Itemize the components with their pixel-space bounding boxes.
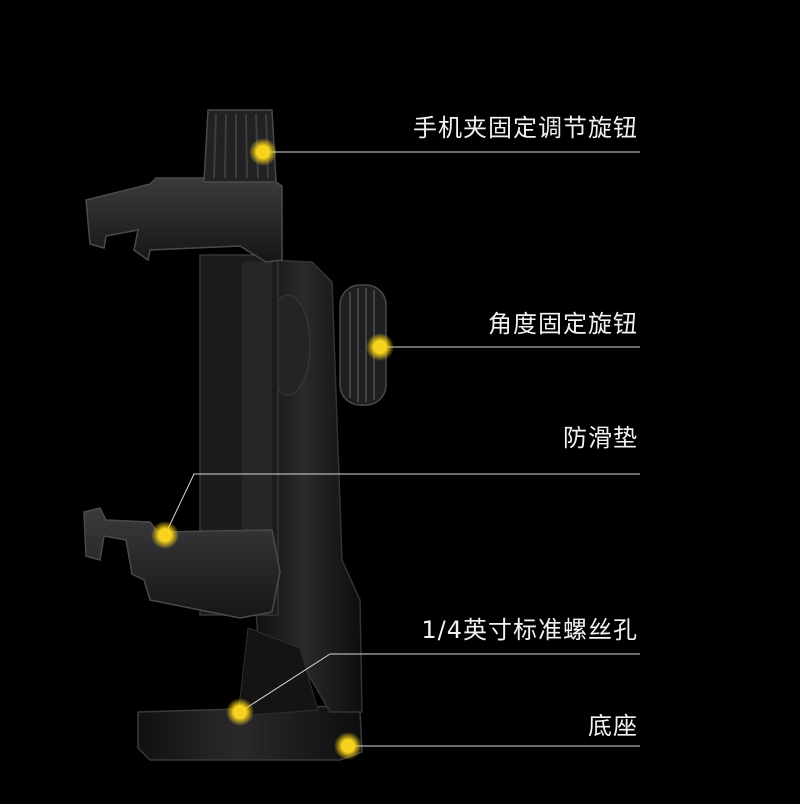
angle-knob-ridges (349, 288, 375, 402)
lower-clamp-jaw (83, 507, 281, 619)
upper-clamp-jaw (85, 177, 283, 263)
callout-label-clamp-knob: 手机夹固定调节旋钮 (413, 114, 638, 142)
column-inner-face (237, 627, 319, 717)
leader-line-anti-slip-pad (164, 473, 640, 536)
callout-markers (151, 138, 394, 760)
callout-label-anti-slip-pad: 防滑垫 (563, 424, 638, 452)
leader-line-screw-hole (239, 653, 640, 713)
leader-lines (164, 151, 640, 747)
callout-label-screw-hole: 1/4英寸标准螺丝孔 (421, 616, 638, 644)
callout-label-angle-knob: 角度固定旋钮 (488, 310, 638, 338)
callout-label-base: 底座 (588, 712, 638, 740)
